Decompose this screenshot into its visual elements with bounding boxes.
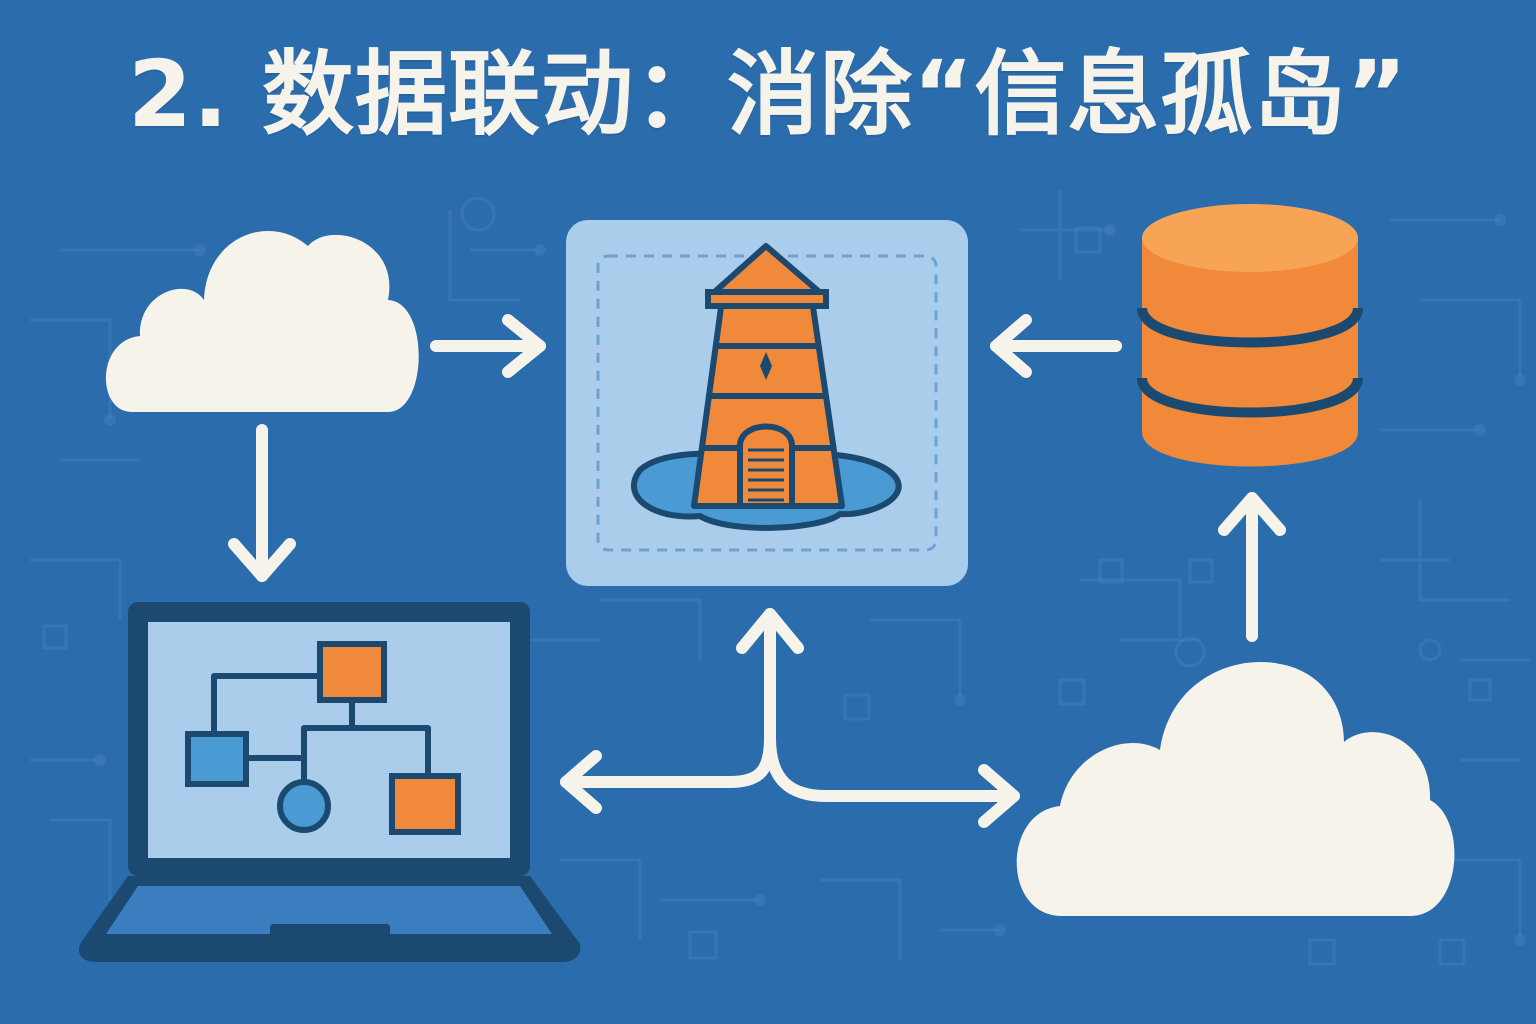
laptop-icon [78,602,581,962]
arrow-icon [228,424,296,582]
lighthouse-icon [631,243,902,531]
arrow-icon [1218,492,1286,642]
lighthouse-card [566,220,968,586]
cloud-icon [1016,661,1455,916]
page-title: 2. 数据联动：消除“信息孤岛” [128,41,1408,148]
cloud-icon [105,230,419,412]
arrow-icon [990,314,1122,378]
flowchart-icon [185,641,461,835]
database-icon [1137,204,1363,467]
arrow-icon [560,608,1020,828]
arrow-icon [430,314,546,378]
